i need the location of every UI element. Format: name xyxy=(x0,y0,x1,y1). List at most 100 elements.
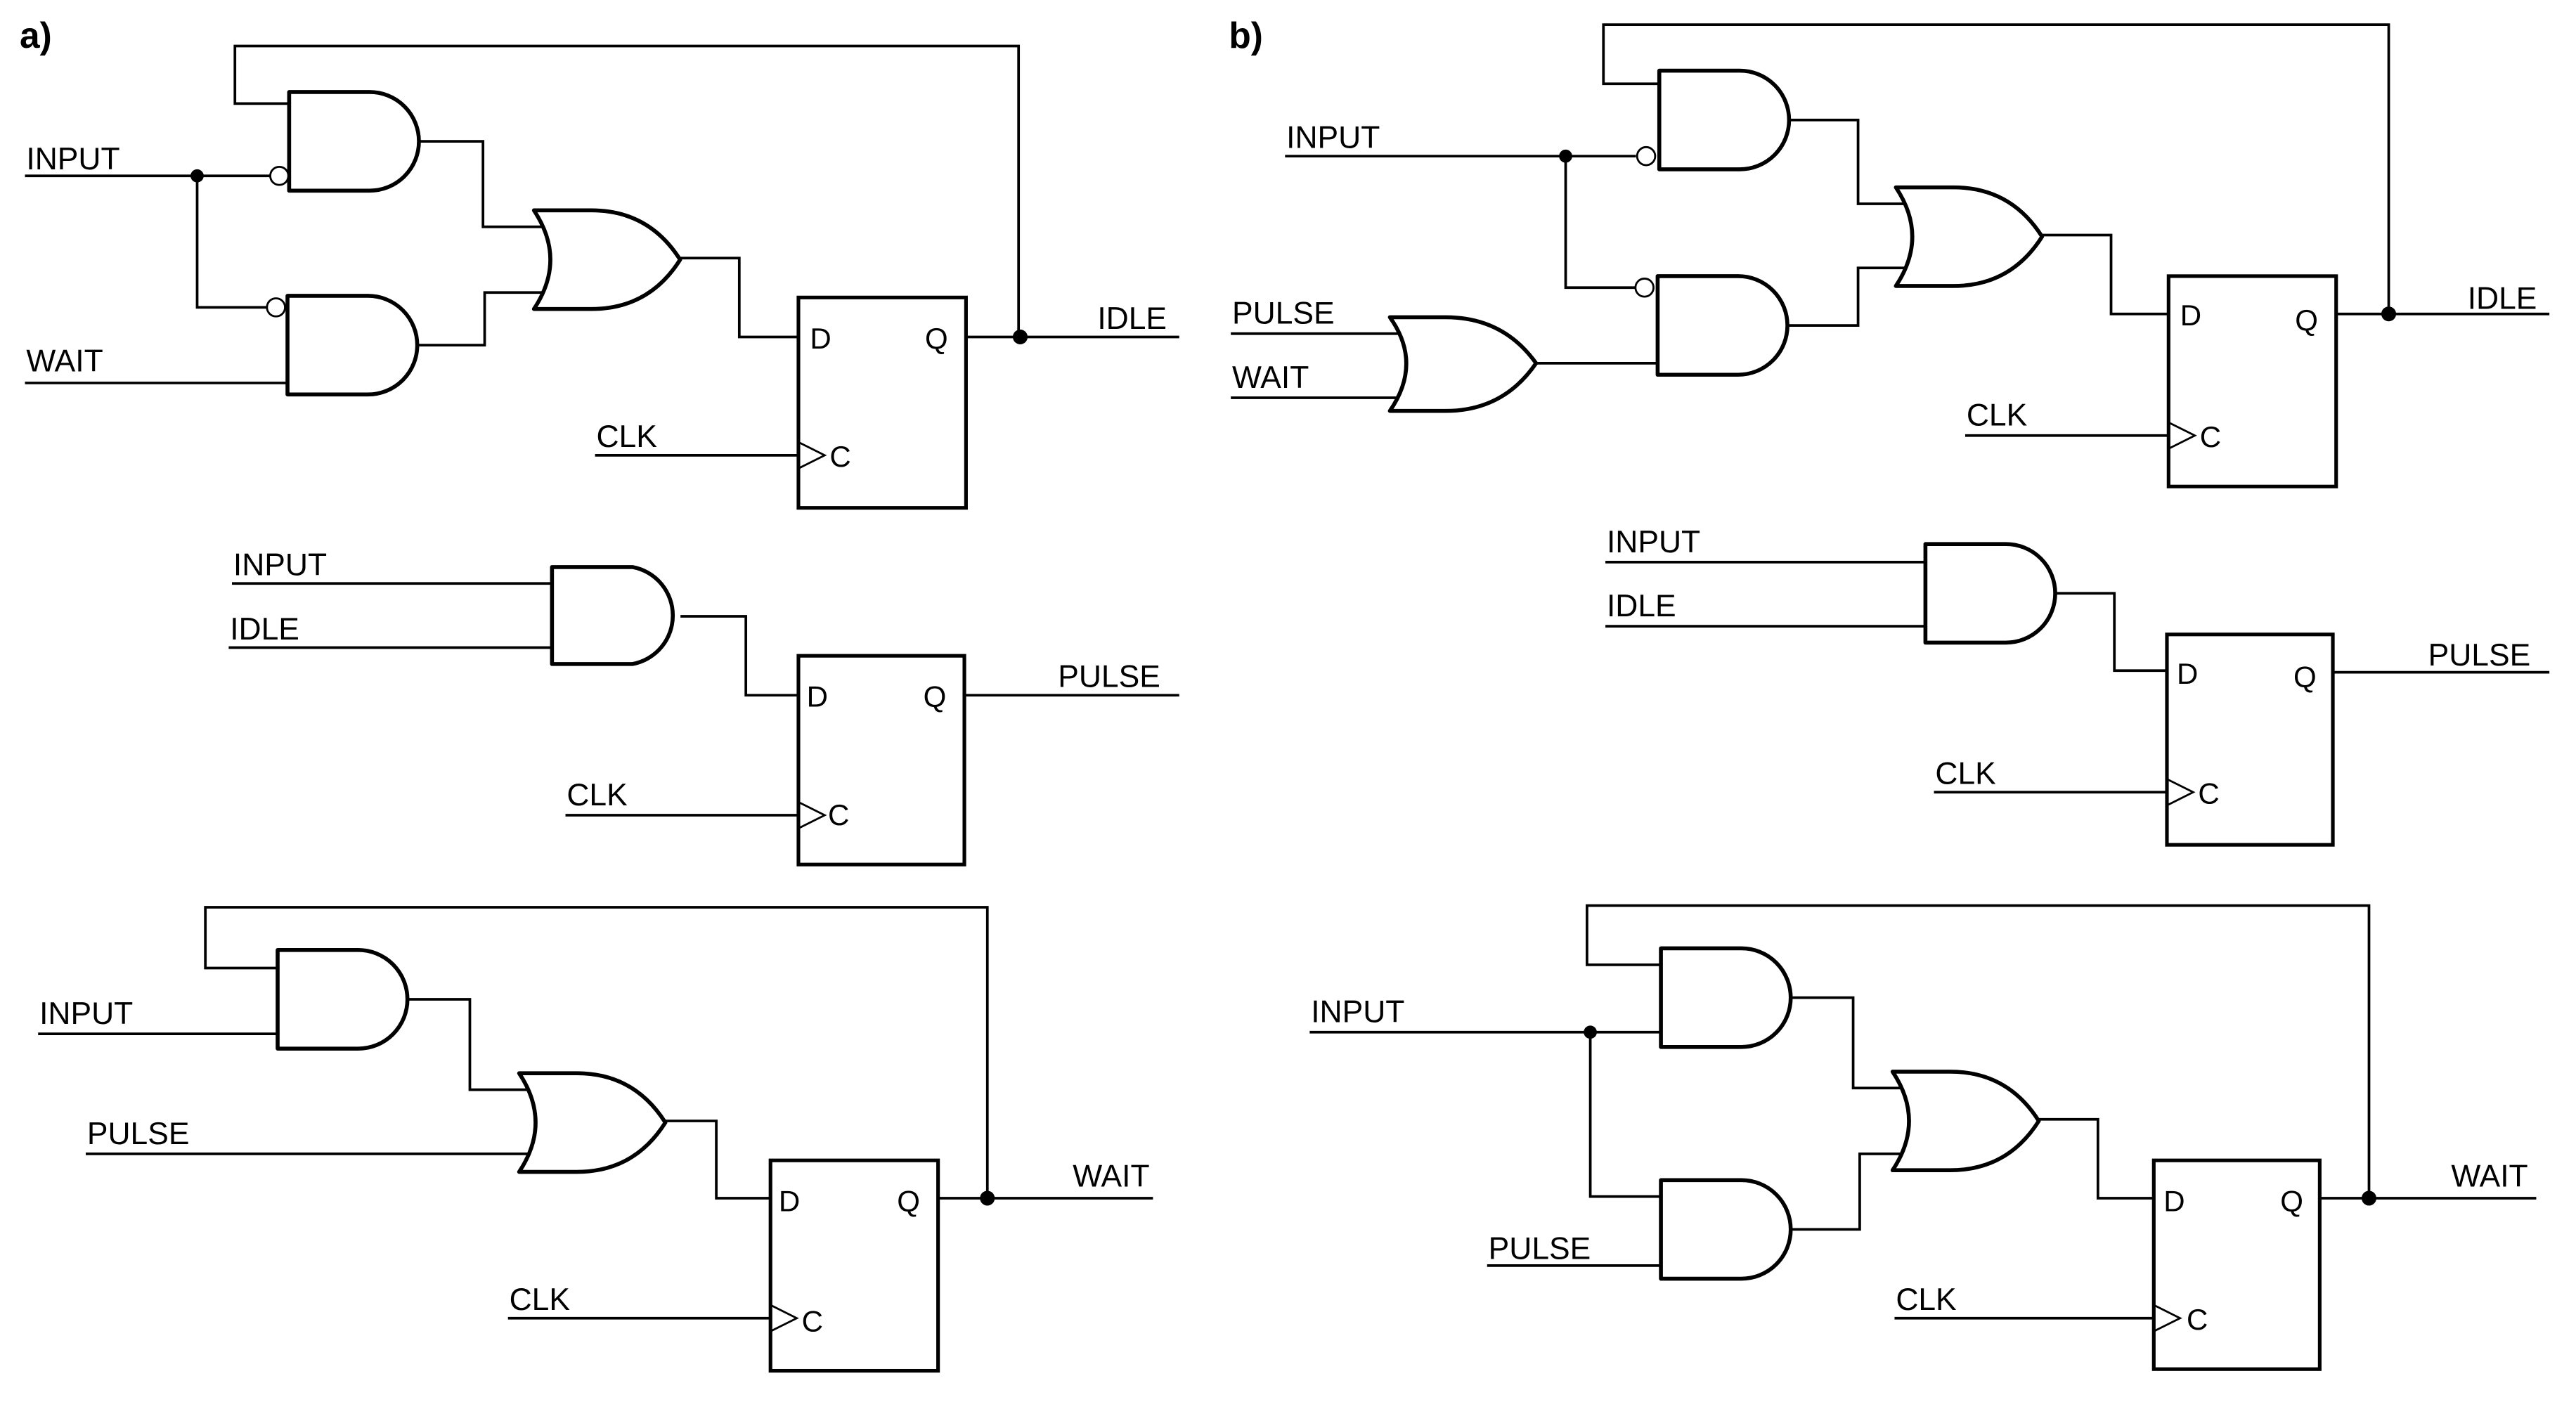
pin-c: C xyxy=(829,440,850,473)
junction-dot xyxy=(190,169,204,183)
wait-feedback-wire xyxy=(1586,904,2371,1200)
d-flip-flop xyxy=(768,1158,940,1373)
or-to-ff-wire xyxy=(678,257,800,339)
circuit-a-idle: INPUT WAIT D Q C CLK xyxy=(25,44,1179,510)
inverter-bubble xyxy=(269,165,290,186)
signal-label-input: INPUT xyxy=(1286,120,1380,155)
panel-b: b) INPUT PULSE WAIT xyxy=(1229,15,2550,1371)
pin-d: D xyxy=(2177,657,2198,690)
signal-label-idle: IDLE xyxy=(1607,589,1676,623)
pin-d: D xyxy=(2163,1185,2185,1218)
signal-label-pulse: PULSE xyxy=(1489,1232,1591,1266)
or-gate xyxy=(1387,315,1539,413)
and-to-or-wire xyxy=(406,998,536,1091)
signal-label-clk: CLK xyxy=(1967,398,2028,433)
panel-a-label: a) xyxy=(20,15,52,56)
and-to-or-wire xyxy=(1789,1152,1910,1231)
and-to-ff-wire xyxy=(680,615,800,697)
or-to-ff-wire xyxy=(2040,233,2170,316)
signal-label-pulse: PULSE xyxy=(87,1117,190,1151)
signal-label-input: INPUT xyxy=(1311,995,1404,1030)
signal-label-pulse: PULSE xyxy=(2428,638,2531,673)
pin-q: Q xyxy=(925,322,948,355)
input-branch-wire xyxy=(1588,1030,1662,1198)
input-branch-wire xyxy=(1564,155,1636,290)
and-gate xyxy=(276,948,410,1051)
pin-c: C xyxy=(2187,1303,2208,1336)
pin-c: C xyxy=(2200,420,2221,453)
pin-q: Q xyxy=(2293,661,2317,694)
signal-label-idle: IDLE xyxy=(1097,301,1167,336)
and-to-or-wire xyxy=(418,140,550,228)
panel-a: a) INPUT WAIT D xyxy=(20,15,1179,1373)
and-gate xyxy=(550,565,675,666)
or-gate xyxy=(1890,1070,2041,1173)
and-to-or-wire xyxy=(415,291,550,347)
circuit-a-pulse: INPUT IDLE D Q C CLK PULSE xyxy=(228,548,1179,866)
junction-dot xyxy=(1584,1025,1597,1039)
input-branch-wire xyxy=(195,174,269,309)
junction-dot xyxy=(1559,149,1572,163)
and-gate xyxy=(287,90,421,193)
panel-b-label: b) xyxy=(1229,15,1263,56)
pin-c: C xyxy=(2198,777,2219,810)
circuit-b-wait: INPUT PULSE D Q C CLK WAIT xyxy=(1309,904,2537,1371)
signal-label-wait: WAIT xyxy=(2451,1160,2528,1194)
clock-edge-icon xyxy=(798,801,827,830)
pin-c: C xyxy=(828,798,849,831)
pin-q: Q xyxy=(924,680,947,713)
d-flip-flop xyxy=(2166,274,2338,488)
clock-edge-icon xyxy=(2153,1304,2182,1332)
idle-feedback-wire xyxy=(233,44,1021,339)
d-flip-flop xyxy=(2151,1158,2322,1371)
signal-label-wait: WAIT xyxy=(1073,1160,1149,1194)
and-gate xyxy=(1923,542,2057,645)
pin-d: D xyxy=(810,322,831,355)
signal-label-input: INPUT xyxy=(26,142,119,176)
junction-dot xyxy=(2361,1190,2377,1206)
signal-label-clk: CLK xyxy=(1896,1283,1957,1317)
signal-label-clk: CLK xyxy=(567,778,628,812)
signal-label-wait: WAIT xyxy=(1232,361,1309,395)
and-gate xyxy=(1655,274,1789,377)
inverter-bubble xyxy=(1636,145,1657,167)
clock-edge-icon xyxy=(2166,778,2196,807)
pin-c: C xyxy=(802,1304,823,1337)
signal-label-clk: CLK xyxy=(596,420,657,454)
inverter-bubble xyxy=(1634,278,1655,298)
or-to-ff-wire xyxy=(664,1119,772,1200)
pin-d: D xyxy=(807,680,828,713)
and-to-or-wire xyxy=(1786,266,1914,327)
and-gate xyxy=(285,294,420,397)
d-flip-flop xyxy=(2165,632,2335,847)
pin-q: Q xyxy=(2280,1185,2303,1218)
or-gate xyxy=(517,1071,668,1174)
and-to-ff-wire xyxy=(2054,592,2168,673)
idle-feedback-wire xyxy=(1602,23,2390,314)
circuit-b-idle: INPUT PULSE WAIT D Q C xyxy=(1231,23,2550,488)
pin-q: Q xyxy=(897,1185,920,1218)
and-to-or-wire xyxy=(1787,118,1914,205)
signal-label-wait: WAIT xyxy=(26,344,103,379)
signal-label-idle: IDLE xyxy=(230,612,299,647)
signal-label-input: INPUT xyxy=(1607,525,1700,559)
inverter-bubble xyxy=(266,297,286,318)
clock-edge-icon xyxy=(2168,421,2197,450)
signal-label-pulse: PULSE xyxy=(1232,297,1335,331)
signal-label-pulse: PULSE xyxy=(1058,660,1160,694)
or-gate xyxy=(531,208,682,311)
pin-d: D xyxy=(2180,299,2201,332)
and-to-or-wire xyxy=(1789,996,1910,1090)
wait-feedback-wire xyxy=(204,906,989,1200)
circuit-b-pulse: INPUT IDLE D Q C CLK PULSE xyxy=(1605,525,2550,847)
junction-dot xyxy=(2381,306,2397,322)
circuit-a-wait: INPUT PULSE D Q C CLK WAIT xyxy=(38,906,1153,1373)
pin-d: D xyxy=(779,1185,800,1218)
signal-label-input: INPUT xyxy=(39,997,133,1031)
and-gate xyxy=(1659,946,1793,1049)
signal-label-input: INPUT xyxy=(233,548,327,583)
signal-label-idle: IDLE xyxy=(2468,282,2537,316)
signal-label-clk: CLK xyxy=(1935,757,1996,791)
and-gate xyxy=(1657,68,1792,171)
